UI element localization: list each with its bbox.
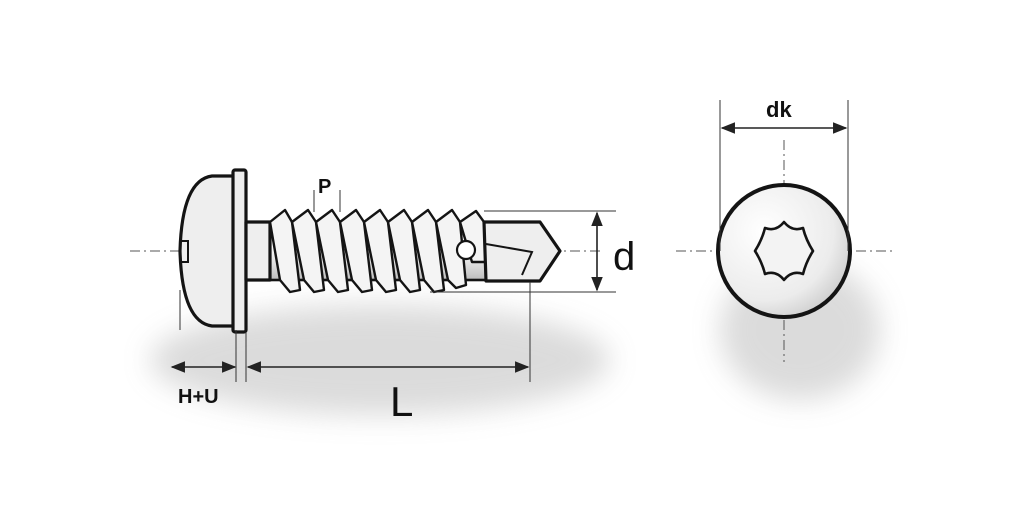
label-pitch: P bbox=[318, 176, 331, 198]
label-head-diameter: dk bbox=[766, 97, 792, 122]
torx-drive-icon bbox=[753, 220, 815, 282]
label-length: L bbox=[390, 378, 413, 425]
dimension-lines bbox=[170, 211, 603, 373]
flute-groove bbox=[455, 239, 477, 261]
shank-neck bbox=[244, 220, 272, 282]
screw-head bbox=[178, 174, 238, 328]
screw-side-view bbox=[130, 168, 616, 382]
screw-end-view bbox=[676, 100, 892, 362]
label-diameter: d bbox=[613, 235, 635, 279]
drill-flute bbox=[485, 243, 534, 276]
drill-point bbox=[482, 220, 562, 283]
label-head-height: H+U bbox=[178, 386, 219, 408]
washer-flange bbox=[231, 168, 248, 334]
head-recess bbox=[180, 240, 189, 263]
